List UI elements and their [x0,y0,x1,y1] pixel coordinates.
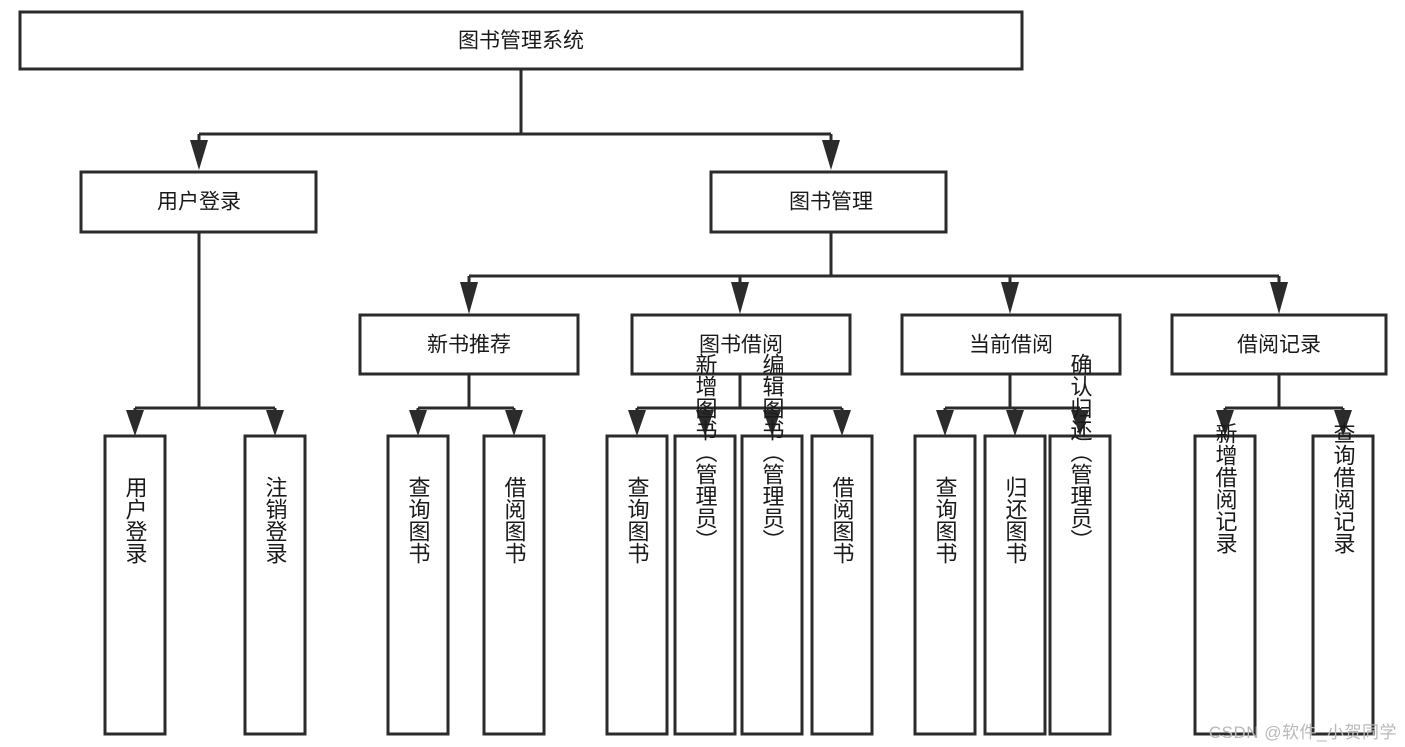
arrow-head-icon [833,410,851,436]
node-leaf-label: 查询图书 [625,476,650,564]
node-leaf-box [810,434,874,736]
node-leaf-borrow-book-b[interactable]: 借阅图书 [810,434,874,736]
arrow-head-icon [1071,410,1089,436]
connector-root-to-level2 [190,70,840,170]
arrow-head-icon [266,410,284,436]
connector-borrow-to-leaves [628,374,851,436]
arrow-head-icon [409,410,427,436]
node-leaf-borrow-book-a[interactable]: 借阅图书 [482,434,546,736]
connector-bookmgmt-to-level3 [460,232,1288,314]
connector-userlogin-to-leaves [126,232,284,436]
node-user-login-label: 用户登录 [157,191,241,214]
arrow-head-icon [731,282,749,314]
node-leaf-box [983,434,1047,736]
node-leaf-box [913,434,977,736]
node-root-box [18,10,1024,71]
arrow-head-icon [1270,282,1288,314]
arrow-head-icon [1334,410,1352,436]
node-root-system[interactable]: 图书管理系统 [18,10,1024,71]
node-new-book-recommend-label: 新书推荐 [427,334,511,357]
node-leaf-logout[interactable]: 注销登录 [243,434,307,736]
node-borrow-record-box [1170,313,1388,376]
node-book-management[interactable]: 图书管理 [709,170,948,234]
node-book-management-label: 图书管理 [789,191,873,214]
node-leaf-box [1048,434,1112,736]
node-root-label: 图书管理系统 [458,30,584,53]
connector-current-to-leaves [936,374,1089,436]
node-borrow-record-label: 借阅记录 [1237,334,1321,357]
node-user-login[interactable]: 用户登录 [79,170,318,234]
node-leaf-box [243,434,307,736]
node-book-borrow-label: 图书借阅 [699,334,783,357]
node-leaf-label: 借阅图书 [502,476,527,564]
node-leaf-query-book-b[interactable]: 查询图书 [605,434,669,736]
node-leaf-label: 查询借阅记录 [1331,422,1356,554]
node-leaf-add-borrow-record[interactable]: 新增借阅记录 [1193,422,1257,736]
arrow-head-icon [628,410,646,436]
connector-record-to-leaves [1216,374,1352,436]
node-leaf-label: 用户登录 [123,476,148,564]
node-leaf-query-book-a[interactable]: 查询图书 [386,434,450,736]
node-leaf-edit-book-admin[interactable]: 编辑图书（管理员） [740,353,804,736]
node-leaf-label: 注销登录 [263,476,288,564]
node-leaf-label: 新增借阅记录 [1213,422,1238,554]
arrow-head-icon [696,410,714,436]
node-leaf-box [386,434,450,736]
connector-newbook-to-leaves [409,374,523,436]
node-leaf-box [1311,434,1375,736]
node-leaf-return-book[interactable]: 归还图书 [983,434,1047,736]
node-leaf-label: 新增图书（管理员） [693,353,718,551]
node-leaf-box [103,434,167,736]
node-leaf-query-borrow-record[interactable]: 查询借阅记录 [1311,422,1375,736]
node-current-borrow-label: 当前借阅 [969,334,1053,357]
node-leaf-box [482,434,546,736]
node-leaf-label: 确认归还（管理员） [1068,353,1093,551]
node-current-borrow-box [900,313,1122,376]
node-leaf-user-login[interactable]: 用户登录 [103,434,167,736]
arrow-head-icon [1216,410,1234,436]
node-leaf-query-book-c[interactable]: 查询图书 [913,434,977,736]
arrow-head-icon [126,410,144,436]
node-new-book-recommend[interactable]: 新书推荐 [358,313,580,376]
node-leaf-label: 编辑图书（管理员） [760,353,785,551]
node-book-borrow[interactable]: 图书借阅 [630,313,852,376]
node-leaf-box [605,434,669,736]
node-leaf-box [1193,434,1257,736]
arrow-head-icon [763,410,781,436]
node-leaf-label: 归还图书 [1003,476,1028,564]
node-leaf-add-book-admin[interactable]: 新增图书（管理员） [673,353,737,736]
arrow-head-icon [822,140,840,170]
arrow-head-icon [505,410,523,436]
node-leaf-box [673,434,737,736]
node-leaf-label: 借阅图书 [830,476,855,564]
node-user-login-box [79,170,318,234]
node-leaf-box [740,434,804,736]
node-leaf-label: 查询图书 [406,476,431,564]
node-book-borrow-box [630,313,852,376]
arrow-head-icon [1001,282,1019,314]
node-book-management-box [709,170,948,234]
node-borrow-record[interactable]: 借阅记录 [1170,313,1388,376]
node-leaf-label: 查询图书 [933,476,958,564]
arrow-head-icon [190,140,208,170]
arrow-head-icon [936,410,954,436]
arrow-head-icon [460,282,478,314]
arrow-head-icon [1006,410,1024,436]
node-leaf-confirm-return-admin[interactable]: 确认归还（管理员） [1048,353,1112,736]
node-new-book-recommend-box [358,313,580,376]
node-current-borrow[interactable]: 当前借阅 [900,313,1122,376]
